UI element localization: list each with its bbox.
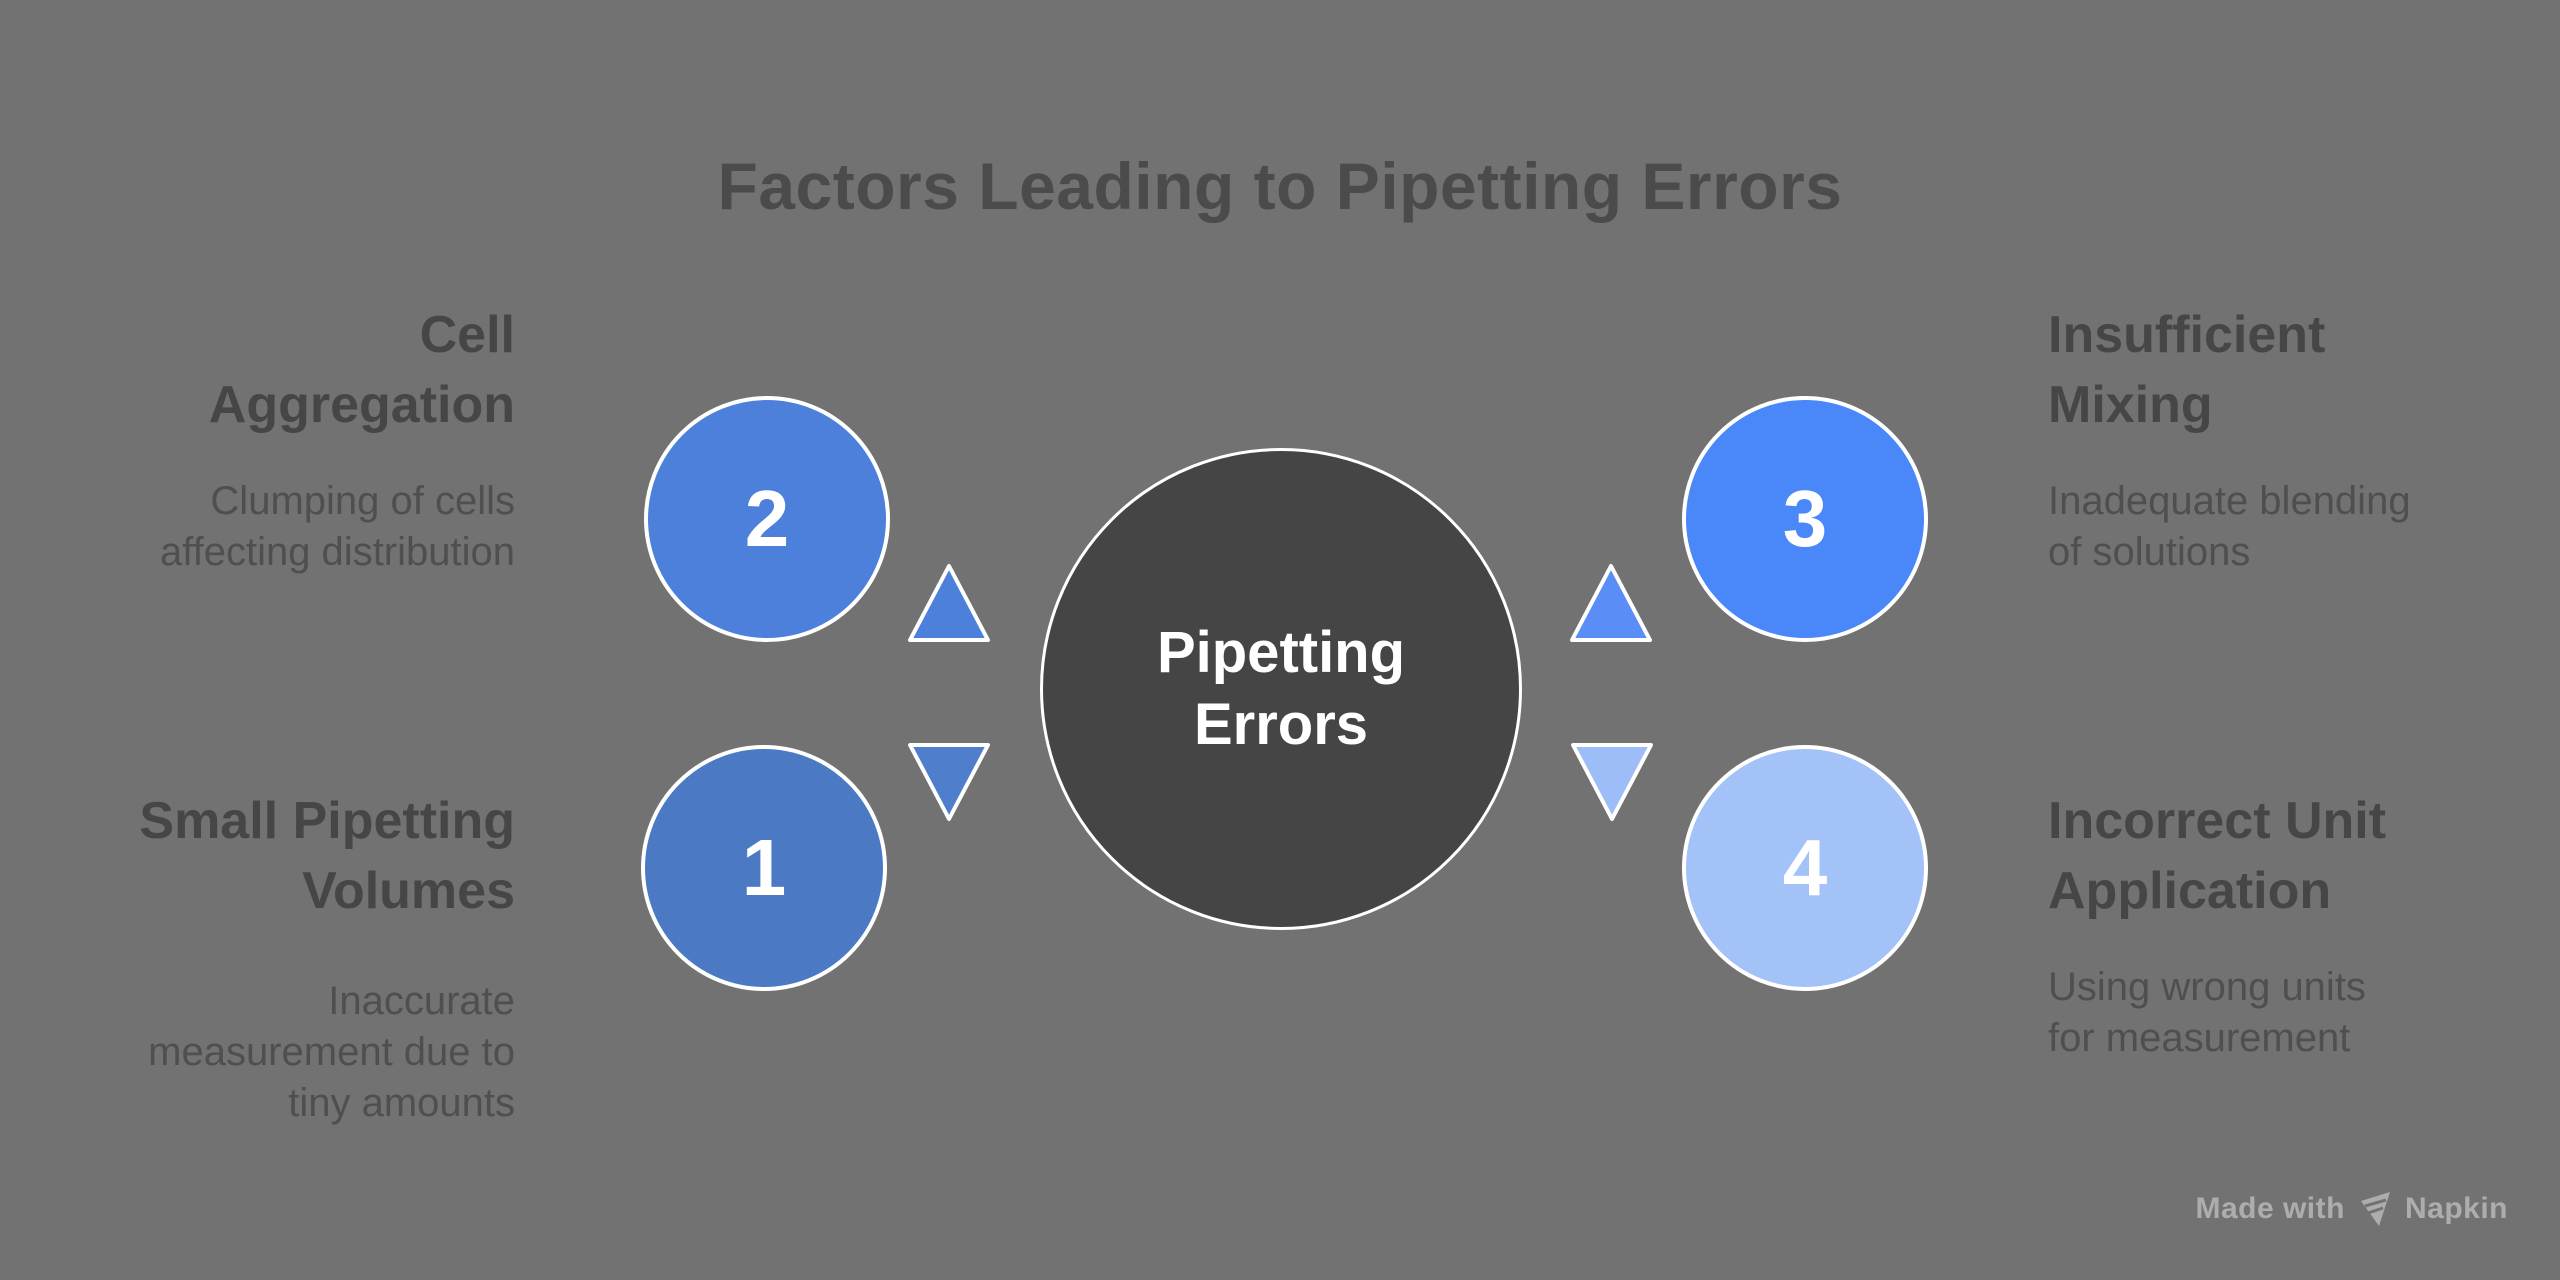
factor-3-number: 3 [1782,474,1828,563]
napkin-logo-icon [2360,1192,2390,1226]
factor-2-circle: 2 [644,396,890,642]
factor-3-heading: Insufficient Mixing [2048,306,2326,434]
factor-4-description: Using wrong units for measurement [2048,965,2366,1060]
factor-1-number: 1 [741,823,787,912]
factor-4-text-block: Incorrect Unit Application Using wrong u… [2048,786,2498,1064]
factor-4-number: 4 [1782,823,1828,912]
arrow-down-right-icon [1571,743,1653,821]
factor-4-circle: 4 [1682,745,1928,991]
factor-4-heading: Incorrect Unit Application [2048,792,2387,920]
arrow-up-right-icon [1570,564,1652,642]
factor-1-heading: Small Pipetting Volumes [139,792,515,920]
arrow-down-right-shape [1571,743,1653,821]
factor-2-number: 2 [744,474,790,563]
factor-1-description: Inaccurate measurement due to tiny amoun… [148,979,515,1125]
center-circle: Pipetting Errors [1040,448,1522,930]
watermark-text-before: Made with [2195,1192,2345,1225]
factor-3-text-block: Insufficient Mixing Inadequate blending … [2048,300,2498,578]
arrow-up-left-shape [908,564,990,642]
factor-2-text-block: Cell Aggregation Clumping of cells affec… [65,300,515,578]
factor-1-circle: 1 [641,745,887,991]
watermark: Made with Napkin [2195,1190,2508,1228]
factor-1-text-block: Small Pipetting Volumes Inaccurate measu… [65,786,515,1129]
arrow-down-left-icon [908,743,990,821]
factor-3-description: Inadequate blending of solutions [2048,479,2411,574]
page-title: Factors Leading to Pipetting Errors [717,149,1843,223]
arrow-up-left-icon [908,564,990,642]
watermark-brand: Napkin [2404,1192,2508,1225]
factor-3-circle: 3 [1682,396,1928,642]
center-label: Pipetting Errors [1156,620,1406,757]
arrow-down-left-shape [908,743,990,821]
factor-2-description: Clumping of cells affecting distribution [159,479,515,574]
factor-2-heading: Cell Aggregation [208,306,515,434]
arrow-up-right-shape [1570,564,1652,642]
